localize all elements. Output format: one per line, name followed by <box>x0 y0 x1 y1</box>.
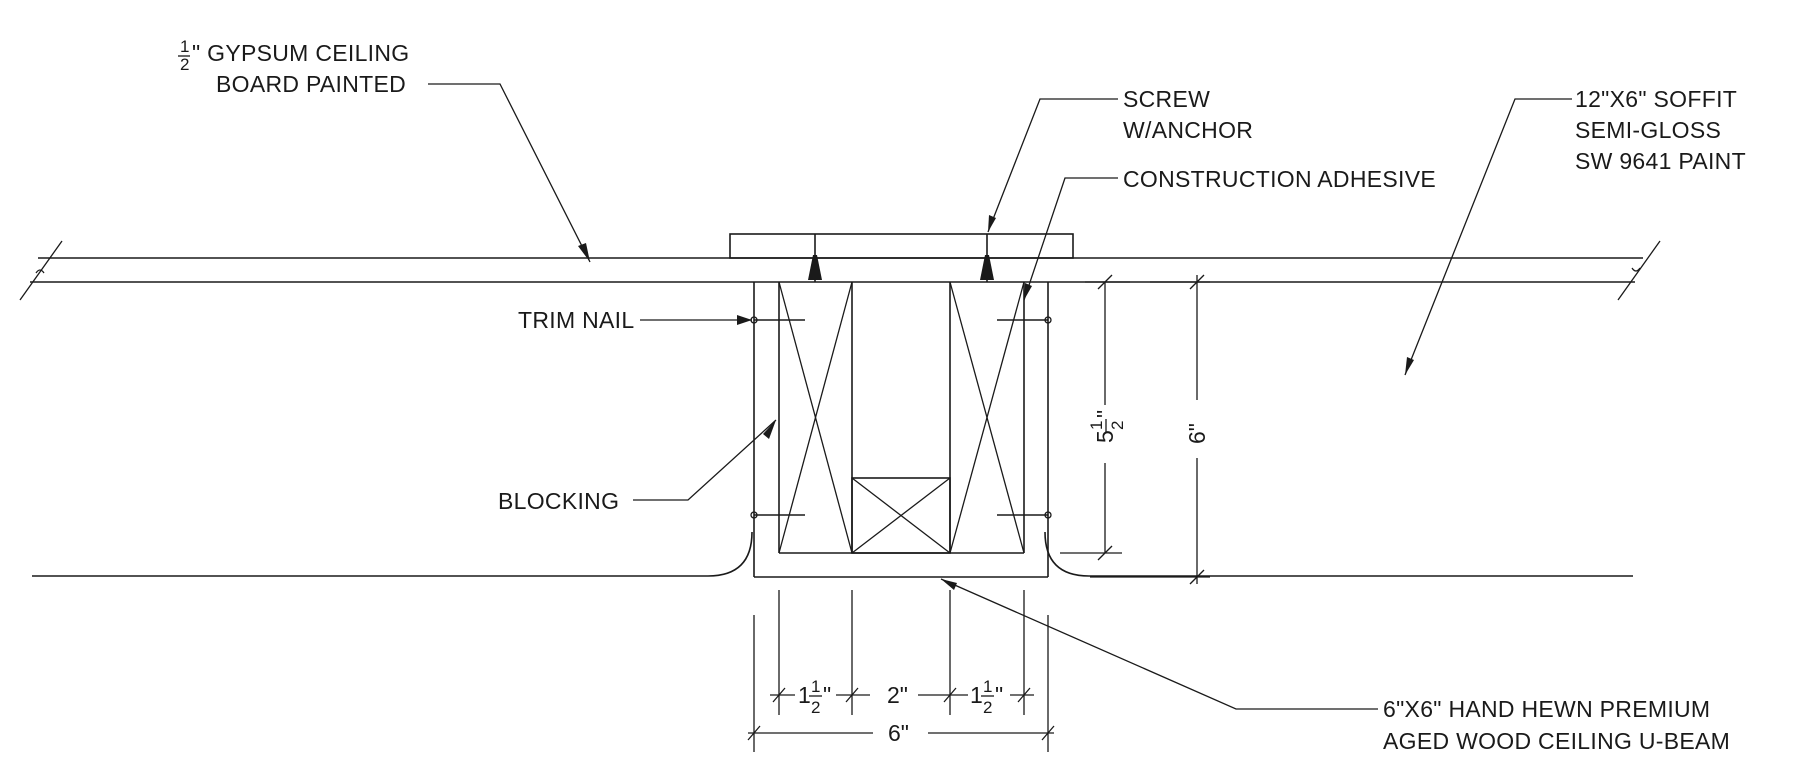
soffit-outline <box>32 531 1633 577</box>
svg-text:": " <box>1092 410 1118 418</box>
beam-label-line2: AGED WOOD CEILING U-BEAM <box>1383 728 1730 754</box>
dim-center: 2" <box>887 682 908 708</box>
trim-nail-label: TRIM NAIL <box>518 307 634 333</box>
gypsum-fraction-num: 1 <box>180 37 189 56</box>
svg-text:2: 2 <box>811 698 820 717</box>
screw-label-line1: SCREW <box>1123 86 1210 112</box>
svg-text:": " <box>823 682 831 708</box>
u-beam <box>753 282 1049 578</box>
bottom-dimensions <box>747 590 1055 752</box>
left-blocking <box>778 281 853 554</box>
trim-nails <box>750 316 1052 519</box>
blocking-leader <box>633 419 777 501</box>
adhesive-label: CONSTRUCTION ADHESIVE <box>1123 166 1436 192</box>
gypsum-label-line1: " GYPSUM CEILING <box>192 40 409 66</box>
svg-text:": " <box>995 682 1003 708</box>
soffit-label-line3: SW 9641 PAINT <box>1575 148 1746 174</box>
dim-right-block: 1 1 2 " <box>970 677 1003 717</box>
soffit-label-line1: 12"X6" SOFFIT <box>1575 86 1737 112</box>
right-break-line <box>1617 240 1661 301</box>
soffit-label-line2: SEMI-GLOSS <box>1575 117 1721 143</box>
svg-text:1: 1 <box>1087 421 1106 430</box>
svg-text:1: 1 <box>970 682 983 708</box>
top-cap-board <box>729 233 1074 259</box>
adhesive-leader <box>1023 177 1118 301</box>
beam-leader <box>940 578 1378 710</box>
screw-right <box>980 234 994 282</box>
dim-overall-height: 6" <box>1184 423 1210 444</box>
svg-text:1: 1 <box>811 677 820 696</box>
svg-text:2: 2 <box>983 698 992 717</box>
blocking-label: BLOCKING <box>498 488 619 514</box>
svg-text:5: 5 <box>1092 430 1118 443</box>
gypsum-label-line2: BOARD PAINTED <box>216 71 406 97</box>
beam-label-line1: 6"X6" HAND HEWN PREMIUM <box>1383 696 1710 722</box>
vertical-dimensions <box>1060 274 1210 585</box>
dim-left-block: 1 1 2 " <box>798 677 831 717</box>
gypsum-label: 1 2 " GYPSUM CEILING BOARD PAINTED <box>178 37 409 97</box>
screw-left <box>808 234 822 282</box>
soffit-leader <box>1404 98 1572 376</box>
svg-text:2: 2 <box>1108 421 1127 430</box>
gypsum-ceiling-board <box>19 240 1661 301</box>
right-blocking <box>949 281 1025 554</box>
screw-label-line2: W/ANCHOR <box>1123 117 1253 143</box>
gypsum-leader <box>428 83 591 263</box>
dim-overall-width: 6" <box>888 720 909 746</box>
svg-text:1: 1 <box>798 682 811 708</box>
gypsum-fraction-den: 2 <box>180 55 189 74</box>
center-block <box>851 477 951 554</box>
svg-text:1: 1 <box>983 677 992 696</box>
dim-inner-height: 5 1 2 " <box>1087 410 1127 443</box>
screw-leader <box>987 98 1118 233</box>
